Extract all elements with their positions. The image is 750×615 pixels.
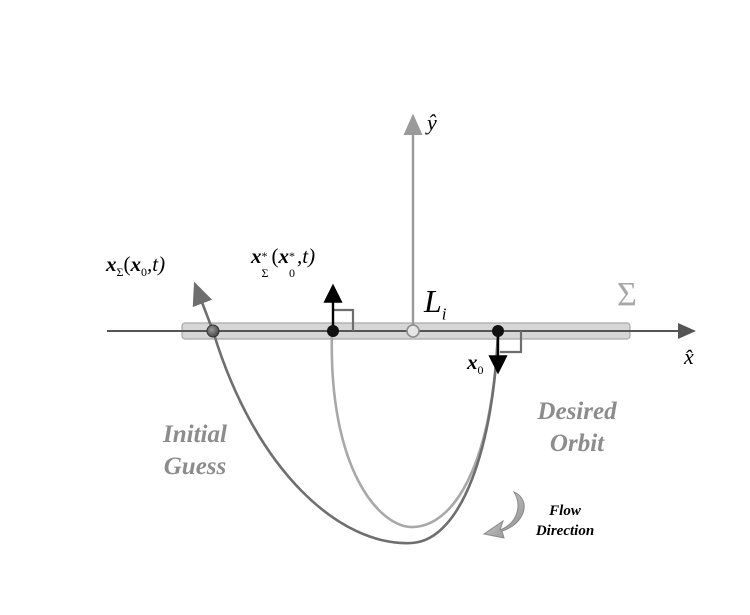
initial-guess-curve <box>192 281 500 545</box>
flow-direction-line-2: Direction <box>535 523 595 539</box>
corrected-state-label: x*Σ(x*0,t) <box>251 244 316 280</box>
desired-orbit-line-1: Desired <box>537 398 617 425</box>
initial-guess-line-1: Initial <box>163 421 227 448</box>
right-angle-marker-icon <box>333 308 355 331</box>
initial-point <box>492 325 504 337</box>
initial-guess-line-2: Guess <box>163 453 227 480</box>
libration-point-label: Li <box>424 283 447 324</box>
perturbed-crossing-point <box>206 324 220 338</box>
x-axis-label: x̂ <box>684 344 694 369</box>
flow-direction-label: Flow Direction <box>520 501 610 541</box>
desired-orbit-line-2: Orbit <box>549 430 605 457</box>
perturbed-state-label: xΣ(x0,t) <box>106 252 166 280</box>
libration-point <box>406 324 420 338</box>
right-angle-marker-icon <box>500 331 523 354</box>
section-label: Σ <box>617 276 637 313</box>
curved-arrow-icon <box>482 490 525 539</box>
y-axis-label: ŷ <box>427 110 437 135</box>
initial-guess-label: Initial Guess <box>150 419 240 483</box>
initial-state-label: x0 <box>467 350 484 378</box>
desired-orbit-label: Desired Orbit <box>522 396 632 460</box>
corrected-initial-point <box>327 325 339 337</box>
flow-direction-line-1: Flow <box>549 503 581 519</box>
